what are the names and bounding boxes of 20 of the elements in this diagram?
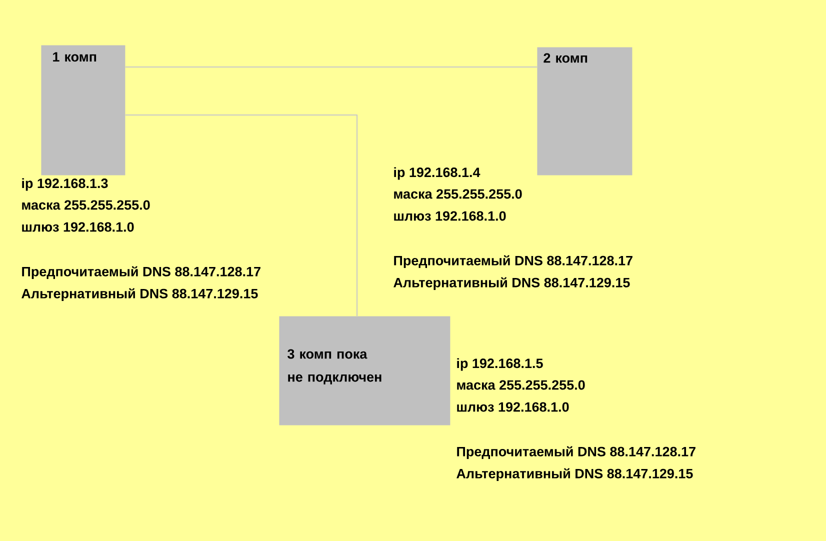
- ip-settings-text: ip 192.168.1.5: [457, 358, 543, 371]
- ip-settings-text: Предпочитаемый DNS 88.147.128.17: [394, 255, 632, 268]
- connection-line: [124, 66, 538, 68]
- ip-settings-text: Предпочитаемый DNS 88.147.128.17: [457, 446, 696, 460]
- computer-box: 1 комп: [41, 45, 126, 176]
- ip-settings-text: Альтернативный DNS 88.147.129.15: [22, 288, 258, 302]
- ip-settings-text: маска 255.255.255.0: [22, 200, 150, 210]
- ip-settings-text: маска 255.255.255.0: [457, 380, 585, 390]
- ip-settings-text: шлюз 192.168.1.0: [394, 211, 506, 221]
- ip-settings-text: Предпочитаемый DNS 88.147.128.17: [22, 266, 260, 280]
- ip-settings-text: Альтернативный DNS 88.147.129.15: [394, 277, 630, 290]
- connection-line: [124, 114, 358, 316]
- ip-settings-text: Альтернативный DNS 88.147.129.15: [456, 468, 693, 482]
- ip-settings-text: ip 192.168.1.3: [22, 178, 108, 191]
- computer-box: 3 комп пока не подключен: [279, 316, 450, 426]
- ip-settings-text: ip 192.168.1.4: [394, 167, 480, 180]
- ip-settings-text: маска 255.255.255.0: [394, 189, 522, 199]
- ip-settings-text: шлюз 192.168.1.0: [22, 222, 134, 232]
- computer-box: 2 комп: [537, 47, 632, 176]
- ip-settings-text: шлюз 192.168.1.0: [457, 402, 569, 412]
